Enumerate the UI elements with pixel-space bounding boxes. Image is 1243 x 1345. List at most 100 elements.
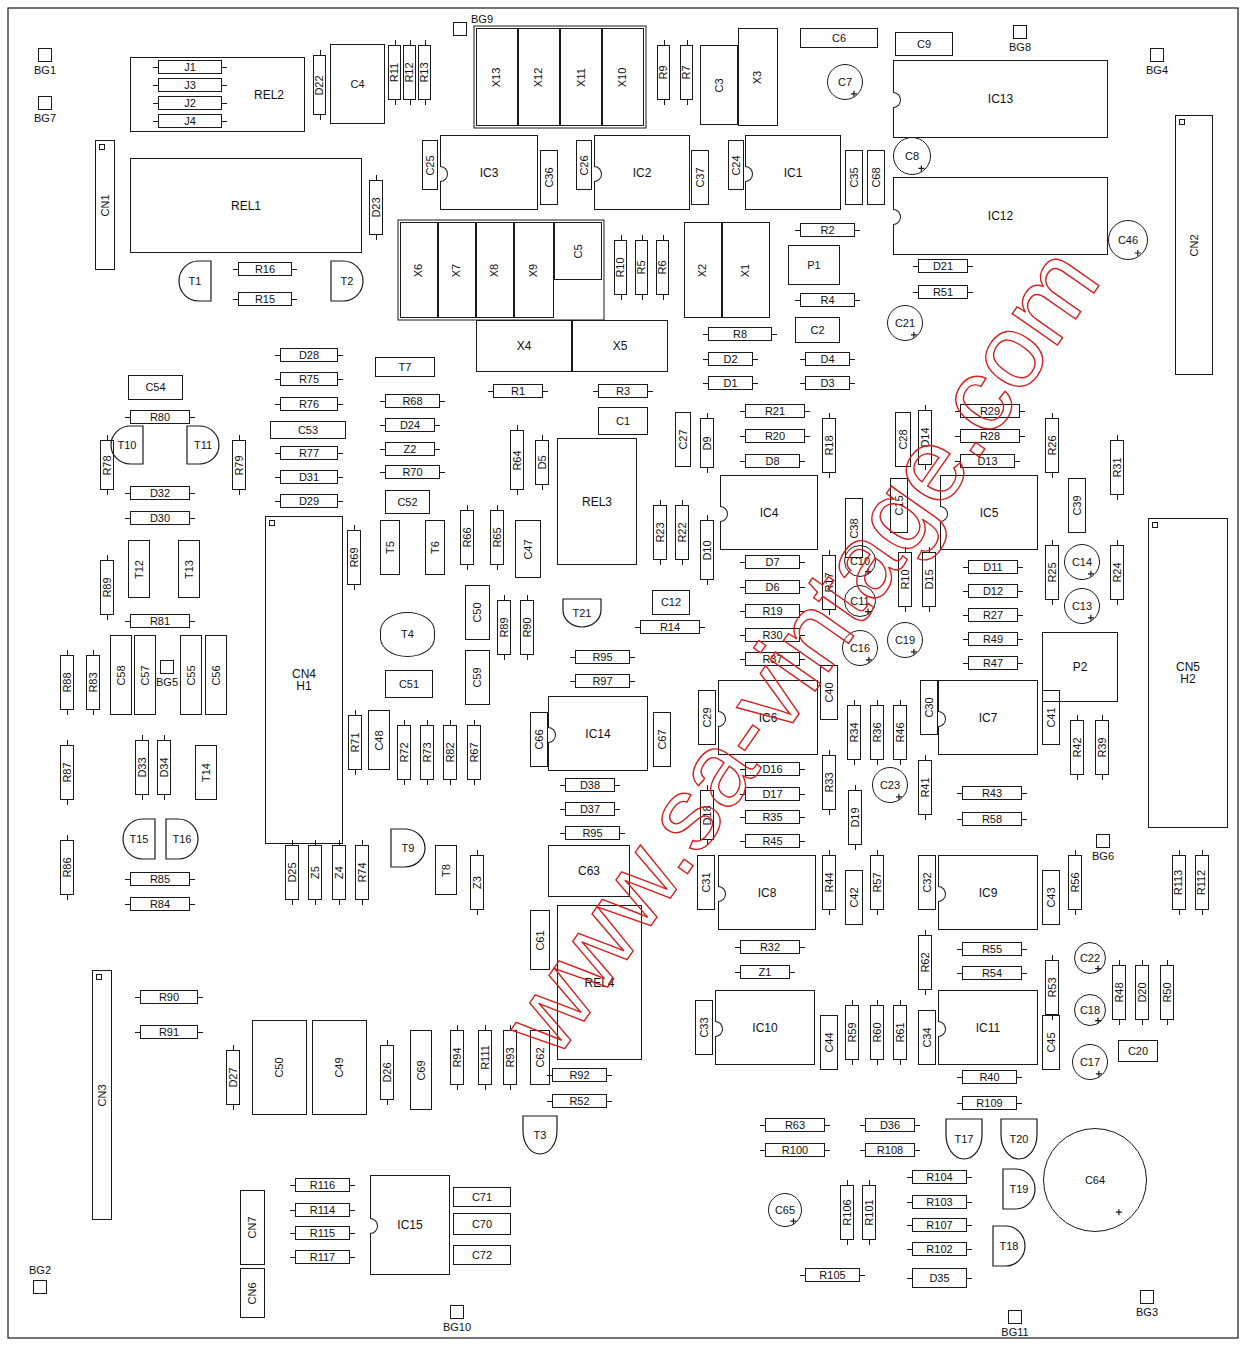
part-label: T20 (1010, 1134, 1029, 1145)
capacitor-circle: C65 (768, 1193, 802, 1227)
mounting-hole: BG9 (453, 22, 467, 36)
part-label: R15 (255, 294, 275, 305)
resistor-part: R53 (1045, 960, 1059, 1015)
resistor-part: R82 (443, 725, 457, 780)
resistor-part: R63 (765, 1118, 825, 1132)
resistor-part: R115 (295, 1226, 350, 1240)
component-box: C34 (918, 1010, 936, 1065)
part-label: C28 (898, 429, 909, 449)
part-label: R71 (350, 732, 361, 752)
component-box: C35 (845, 150, 863, 205)
resistor-part: R58 (962, 812, 1022, 826)
part-label: R7 (681, 65, 692, 79)
part-label: R50 (1162, 982, 1173, 1002)
mounting-hole: BG5 (160, 660, 174, 674)
mounting-hole: BG8 (1013, 25, 1027, 39)
resistor-part: R77 (280, 446, 338, 460)
resistor-part: D21 (918, 259, 968, 273)
part-label: CN7 (247, 1216, 258, 1238)
component-box: C4 (330, 44, 385, 124)
ic-part: IC15 (370, 1175, 450, 1275)
part-label: D23 (371, 197, 382, 217)
part-label: C34 (922, 1027, 933, 1047)
component-box: C53 (270, 421, 346, 439)
part-label: BG5 (156, 677, 178, 688)
crystal-block (474, 26, 646, 128)
ic-part: IC12 (893, 177, 1108, 255)
part-label: R52 (569, 1096, 589, 1107)
resistor-part: R90 (140, 990, 198, 1004)
resistor-part: R70 (385, 465, 440, 479)
plus-sign (911, 332, 917, 338)
component-box: X11 (560, 28, 602, 126)
part-label: C62 (535, 1047, 546, 1067)
component-box: C63 (548, 845, 630, 897)
resistor-part: J4 (158, 114, 222, 128)
resistor-part: D26 (380, 1045, 394, 1100)
resistor-part: R35 (745, 810, 800, 824)
ic-part: IC2 (594, 135, 690, 210)
part-label: CN1 (100, 194, 111, 216)
mounting-hole: BG1 (38, 48, 52, 62)
part-label: R62 (920, 952, 931, 972)
part-label: R18 (824, 435, 835, 455)
component-box: C43 (1042, 870, 1060, 925)
part-label: R65 (492, 527, 503, 547)
ic-part: IC9 (938, 855, 1038, 930)
component-box: C40 (820, 665, 838, 720)
part-label: CN6 (247, 1282, 258, 1304)
resistor-part: D27 (226, 1050, 240, 1105)
transistor-part: T16 (165, 818, 199, 860)
component-box: C25 (422, 140, 438, 190)
resistor-part: R32 (740, 940, 800, 954)
resistor-part: Z4 (332, 845, 346, 900)
capacitor-circle: C8 (893, 137, 931, 175)
component-box: C20 (1118, 1040, 1158, 1062)
component-box: C37 (691, 150, 709, 205)
part-label: R112 (1197, 870, 1208, 895)
component-box: T13 (178, 540, 200, 598)
component-box: C68 (867, 150, 885, 205)
part-label: REL2 (254, 89, 284, 101)
part-label: R20 (765, 431, 785, 442)
part-label: CN4 (292, 668, 316, 680)
resistor-part: R113 (1172, 855, 1186, 910)
transistor-outline-path (179, 261, 211, 301)
resistor-part: R109 (962, 1096, 1017, 1110)
component-box: REL4 (557, 905, 642, 1060)
resistor-part: R75 (280, 372, 338, 386)
resistor-part: D30 (130, 511, 190, 525)
component-box: REL1 (130, 158, 362, 253)
resistor-part: R11 (388, 45, 401, 100)
part-label: R63 (785, 1120, 805, 1131)
resistor-part: R49 (968, 632, 1018, 646)
part-label: IC6 (759, 712, 778, 724)
part-label: R28 (980, 431, 1000, 442)
part-label: D22 (314, 75, 325, 95)
part-label: BG9 (471, 14, 493, 25)
resistor-part: R93 (503, 1030, 517, 1085)
part-label: C6 (832, 33, 846, 44)
component-box: C69 (410, 1030, 432, 1110)
component-box: C70 (453, 1213, 511, 1235)
resistor-part: R7 (680, 45, 693, 100)
part-label: D33 (137, 757, 148, 777)
part-label: R10 (900, 569, 911, 589)
component-box: C51 (385, 670, 433, 698)
component-box: X3 (738, 28, 778, 126)
capacitor-circle: C64 (1043, 1128, 1147, 1232)
resistor-part: R114 (295, 1203, 350, 1217)
part-label: D32 (150, 488, 170, 499)
transistor-outline-path (331, 261, 363, 301)
part-label: R102 (926, 1244, 952, 1255)
resistor-part: D10 (700, 520, 714, 580)
part-label: R106 (842, 1199, 853, 1225)
part-label: D18 (702, 805, 713, 825)
part-label: BG11 (1001, 1327, 1028, 1338)
resistor-part: R81 (130, 614, 190, 628)
part-label: C12 (661, 597, 681, 608)
resistor-part: R40 (962, 1070, 1017, 1084)
resistor-part: R22 (675, 505, 689, 560)
resistor-part: R68 (385, 394, 440, 408)
resistor-part: R72 (397, 725, 411, 780)
